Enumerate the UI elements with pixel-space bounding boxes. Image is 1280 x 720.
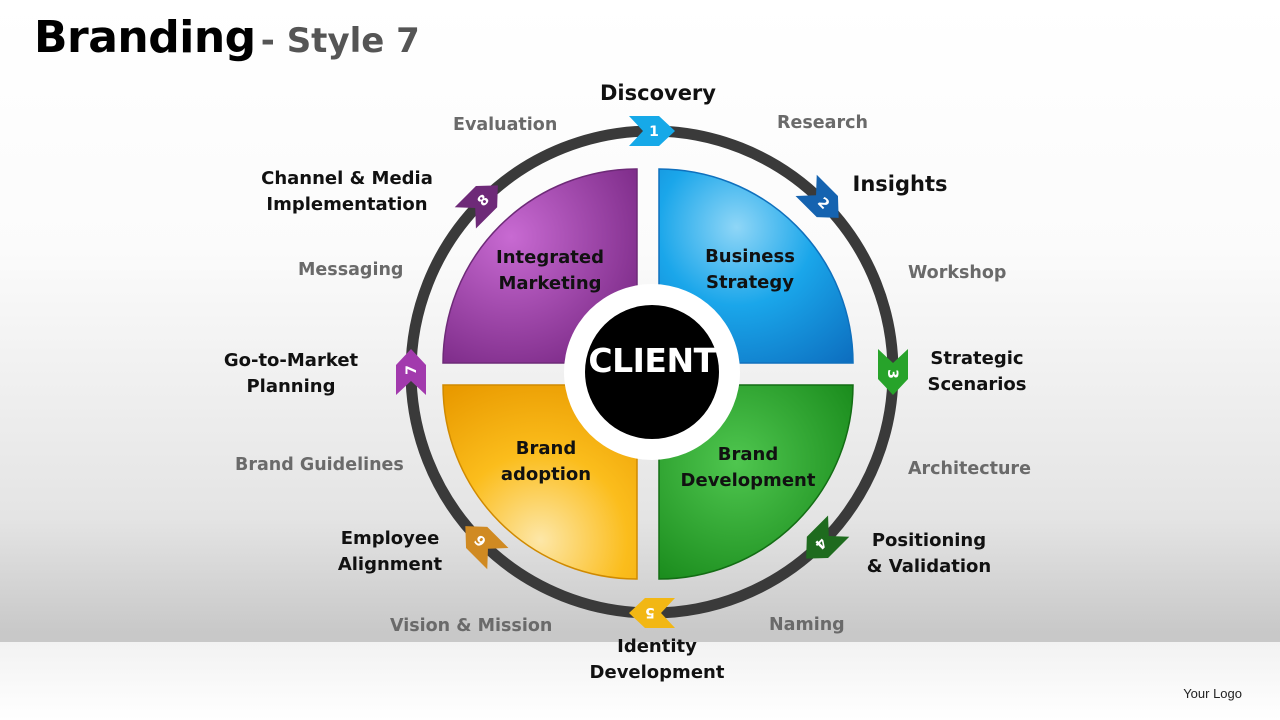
segment-label-integrated-marketing: Integrated Marketing xyxy=(480,245,620,297)
step-label-line: Implementation xyxy=(266,194,428,215)
step-label-5: Identity Development xyxy=(582,634,732,686)
substep-label-naming: Naming xyxy=(769,615,845,635)
segment-label-brand-development: Brand Development xyxy=(668,442,828,494)
step-marker-2: 2 xyxy=(795,174,839,218)
step-label-line: Channel & Media xyxy=(261,168,433,189)
segment-label-line: Marketing xyxy=(498,273,602,294)
step-label-line: & Validation xyxy=(866,556,992,577)
step-label-1: Discovery xyxy=(578,80,738,106)
step-marker-4: 4 xyxy=(806,515,850,559)
step-label-line: Development xyxy=(589,662,725,683)
step-number: 7 xyxy=(404,365,420,375)
slide-floor xyxy=(0,642,1280,720)
step-number: 3 xyxy=(884,369,900,379)
substep-label-workshop: Workshop xyxy=(908,263,1007,283)
segment-label-line: Development xyxy=(680,470,816,491)
step-label-line: Strategic xyxy=(930,348,1024,369)
page-title: Branding - Style 7 xyxy=(34,12,420,63)
chevron-arrow-icon xyxy=(629,116,675,146)
step-marker-3: 3 xyxy=(878,349,908,395)
center-label: CLIENT xyxy=(588,341,716,380)
chevron-arrow-icon xyxy=(806,515,850,559)
step-label-7: Go-to-Market Planning xyxy=(218,348,364,400)
step-number: 1 xyxy=(649,124,659,140)
step-label-line: Scenarios xyxy=(927,374,1027,395)
step-label-line: Positioning xyxy=(871,530,987,551)
step-label-2: Insights xyxy=(852,171,948,197)
chevron-arrow-icon xyxy=(878,349,908,395)
title-subtitle: - Style 7 xyxy=(260,21,420,61)
step-marker-1: 1 xyxy=(629,116,675,146)
substep-label-evaluation: Evaluation xyxy=(453,115,558,135)
segment-label-brand-adoption: Brand adoption xyxy=(476,436,616,488)
segment-label-line: Business xyxy=(705,246,795,267)
segment-brand-adoption xyxy=(442,384,638,580)
step-label-line: Employee xyxy=(340,528,440,549)
step-label-line: Planning xyxy=(246,376,336,397)
segment-label-line: Integrated xyxy=(496,247,604,268)
substep-label-messaging: Messaging xyxy=(298,260,404,280)
substep-label-brand-guidelines: Brand Guidelines xyxy=(235,455,404,475)
segment-label-line: Brand xyxy=(717,444,779,465)
step-label-6: Employee Alignment xyxy=(326,526,454,578)
chevron-arrow-icon xyxy=(465,526,509,570)
step-label-line: Insights xyxy=(852,172,948,196)
segment-label-line: adoption xyxy=(500,464,592,485)
substep-label-architecture: Architecture xyxy=(908,459,1031,479)
step-number: 5 xyxy=(645,604,655,620)
chevron-arrow-icon xyxy=(454,185,498,229)
step-marker-7: 7 xyxy=(396,349,426,395)
center-disc xyxy=(585,305,719,439)
logo-placeholder: Your Logo xyxy=(1183,686,1242,701)
chevron-arrow-icon xyxy=(396,349,426,395)
step-marker-6: 6 xyxy=(465,526,509,570)
step-label-line: Go-to-Market xyxy=(223,350,359,371)
segment-label-line: Brand xyxy=(515,438,577,459)
title-main: Branding xyxy=(34,12,256,63)
step-marker-5: 5 xyxy=(629,598,675,628)
chevron-arrow-icon xyxy=(629,598,675,628)
substep-label-vision-mission: Vision & Mission xyxy=(390,616,553,636)
step-label-line: Alignment xyxy=(337,554,443,575)
step-label-line: Identity xyxy=(617,636,697,657)
chevron-arrow-icon xyxy=(795,174,839,218)
segment-label-line: Strategy xyxy=(705,272,795,293)
step-label-4: Positioning & Validation xyxy=(856,528,1002,580)
substep-label-research: Research xyxy=(777,113,868,133)
segment-label-business-strategy: Business Strategy xyxy=(680,244,820,296)
step-label-8: Channel & Media Implementation xyxy=(254,166,440,218)
step-marker-8: 8 xyxy=(454,185,498,229)
step-label-line: Discovery xyxy=(600,81,716,105)
step-label-3: Strategic Scenarios xyxy=(912,346,1042,398)
